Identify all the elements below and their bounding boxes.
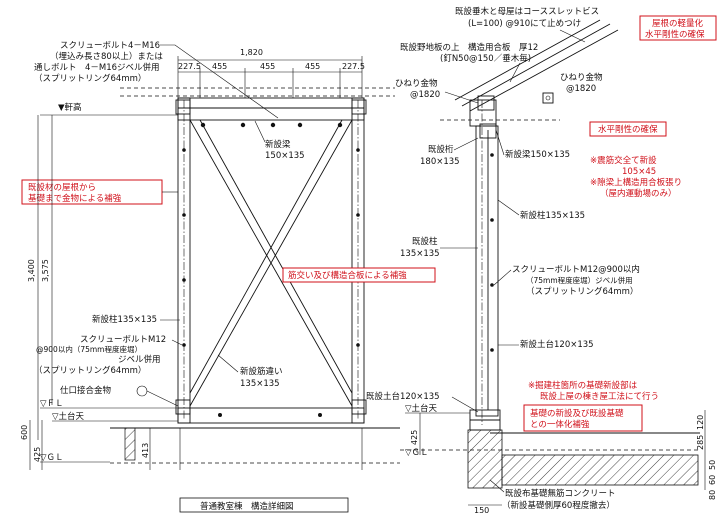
red-note-metal-reinforce: 既設材の屋根から — [28, 182, 96, 193]
dim-sub-3: 455 — [260, 62, 275, 71]
existing-foundation-label: 既設布基礎無筋コンクリート — [505, 488, 616, 499]
left-elevation: 1,820 227.5 455 455 455 227.5 — [20, 41, 436, 513]
red-note-brace-new: ※震筋交全て新設 — [590, 155, 657, 166]
svg-text:（スプリットリング64mm）: （スプリットリング64mm） — [34, 365, 146, 376]
dim-413: 413 — [141, 443, 150, 458]
svg-text:@900以内（75mm程度座堀）: @900以内（75mm程度座堀） — [36, 344, 142, 354]
dim-80: 80 — [708, 490, 717, 500]
red-note-roof: 屋根の軽量化 — [652, 18, 704, 29]
fl-level: ▽ＦＬ — [40, 399, 64, 409]
sill-top-right: ▽土台天 — [405, 403, 438, 414]
new-beam-label: 新設梁 — [265, 139, 291, 150]
screw-bolt-m16-label: スクリューボルト4－M16 — [60, 41, 160, 51]
screw-bolt-right: スクリューボルトM12@900以内 — [512, 264, 640, 275]
dim-60: 60 — [708, 475, 717, 485]
existing-sill-label: 既設土台120×135 — [366, 391, 440, 402]
twist-hardware-left: ひねり金物 — [395, 78, 438, 89]
dim-50: 50 — [708, 460, 717, 470]
new-column-label: 新設柱135×135 — [92, 314, 157, 325]
bolt-markers — [182, 122, 360, 417]
svg-text:（スプリットリング64mm）: （スプリットリング64mm） — [34, 73, 146, 84]
dim-sub-1: 227.5 — [178, 62, 201, 71]
svg-text:(釘N50@150／垂木毎): (釘N50@150／垂木毎) — [440, 53, 531, 64]
dim-width-1820: 1,820 — [240, 48, 263, 57]
svg-text:（屋内運動場のみ）: （屋内運動場のみ） — [600, 188, 677, 199]
drawing-caption: 普通教室棟 構造詳細図 — [200, 501, 294, 512]
svg-text:@1820: @1820 — [566, 84, 596, 94]
svg-text:既設上屋の棟き屋工法にて行う: 既設上屋の棟き屋工法にて行う — [540, 391, 659, 402]
dim-3400: 3,400 — [27, 259, 36, 282]
svg-text:(L=100) @910にて止めつけ: (L=100) @910にて止めつけ — [468, 18, 581, 29]
dim-425: 425 — [33, 447, 42, 462]
svg-text:基礎まで金物による補強: 基礎まで金物による補強 — [28, 193, 122, 204]
svg-text:150×135: 150×135 — [265, 151, 305, 161]
svg-text:180×135: 180×135 — [420, 157, 460, 167]
svg-text:135×135: 135×135 — [240, 379, 280, 389]
svg-text:水平剛性の確保: 水平剛性の確保 — [645, 29, 705, 40]
dim-sub-5: 227.5 — [342, 62, 365, 71]
right-section: 既設垂木と母屋はコーススレットビス (L=100) @910にて止めつけ 屋根の… — [366, 6, 717, 515]
svg-text:@1820: @1820 — [410, 90, 440, 100]
existing-column-label: 既設柱 — [412, 236, 438, 247]
dim-3575: 3,575 — [41, 259, 50, 282]
gl-right: ▽ＧＬ — [405, 448, 429, 458]
svg-text:ジベル併用: ジベル併用 — [118, 354, 161, 365]
svg-text:※隙梁上構造用合板張り: ※隙梁上構造用合板張り — [590, 177, 682, 188]
svg-text:（スプリットリング64mm）: （スプリットリング64mm） — [526, 286, 638, 297]
dim-600: 600 — [20, 425, 29, 440]
new-column-135: 新設柱135×135 — [520, 210, 585, 221]
red-note-horizontal: 水平剛性の確保 — [598, 124, 658, 135]
column-bolts — [490, 153, 494, 352]
svg-text:135×135: 135×135 — [400, 249, 440, 259]
svg-text:通しボルト 4－M16ジベル併用: 通しボルト 4－M16ジベル併用 — [34, 62, 160, 73]
svg-text:105×45: 105×45 — [622, 167, 656, 177]
svg-text:（75mm程度座堀）ジベル併用: （75mm程度座堀）ジベル併用 — [526, 275, 633, 285]
red-note-foundation: 基礎の新設及び既設基礎 — [530, 408, 624, 419]
sill-top-level: ▽土台天 — [52, 411, 85, 422]
new-sill-label: 新設土台120×135 — [520, 339, 594, 350]
red-note-foundation-method: ※掘建柱箇所の基礎新設部は — [528, 380, 638, 391]
dim-150: 150 — [474, 506, 489, 515]
dim-sub-2: 455 — [212, 62, 227, 71]
dim-425-right: 425 — [410, 430, 419, 445]
twist-hardware-right: ひねり金物 — [560, 72, 603, 83]
gl-level: ▽ＧＬ — [40, 453, 64, 463]
new-beam-150: 新設梁150×135 — [505, 149, 570, 160]
dim-120: 120 — [696, 415, 705, 430]
joint-hardware-label: 仕口接合金物 — [60, 385, 112, 396]
red-note-brace-plywood: 筋交い及び構造合板による補強 — [288, 270, 407, 281]
screw-bolt-m12-label: スクリューボルトM12 — [80, 335, 166, 345]
existing-beam-label: 既設桁 — [428, 144, 454, 155]
plywood-note: 既設野地板の上 構造用合板 厚12 — [400, 42, 538, 53]
rafter-screw-note: 既設垂木と母屋はコーススレットビス — [455, 6, 599, 17]
dim-sub-4: 455 — [305, 62, 320, 71]
new-brace-label: 新設筋違い — [240, 366, 283, 377]
svg-text:（新設基礎側厚60程度撤去）: （新設基礎側厚60程度撤去） — [502, 500, 615, 511]
svg-text:（埋込み長さ80以上）または: （埋込み長さ80以上）または — [50, 51, 163, 62]
svg-text:との一体化補強: との一体化補強 — [530, 419, 590, 430]
eave-height-label: ▼軒高 — [58, 102, 82, 113]
dim-285: 285 — [696, 435, 705, 450]
